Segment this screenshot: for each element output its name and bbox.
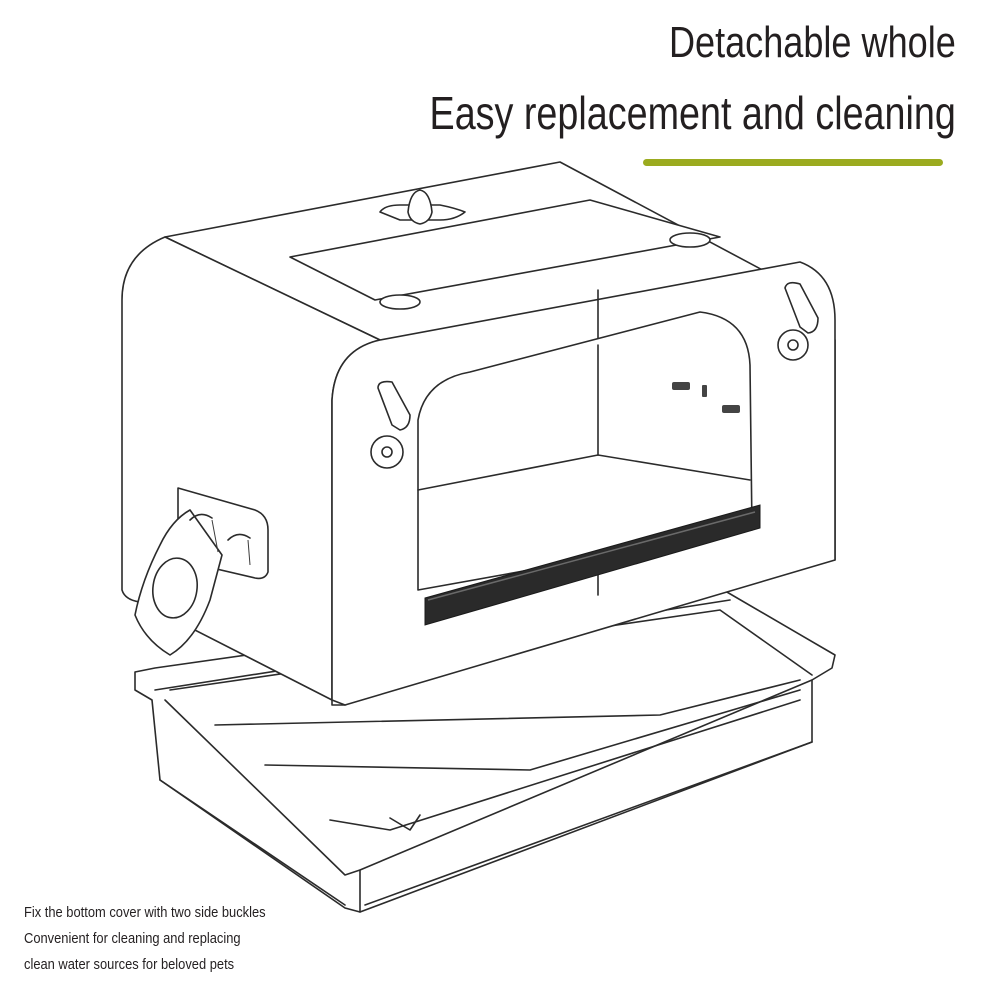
headline-line-1: Detachable whole [669, 18, 956, 67]
caption-line-3: clean water sources for beloved pets [24, 956, 235, 973]
caption-line-1: Fix the bottom cover with two side buckl… [24, 904, 266, 921]
caption-line-2: Convenient for cleaning and replacing [24, 930, 241, 947]
accent-underline [643, 159, 943, 166]
headline-line-2: Easy replacement and cleaning [429, 87, 956, 139]
caption-block: Fix the bottom cover with two side buckl… [24, 900, 266, 978]
bath-box [121, 161, 836, 706]
